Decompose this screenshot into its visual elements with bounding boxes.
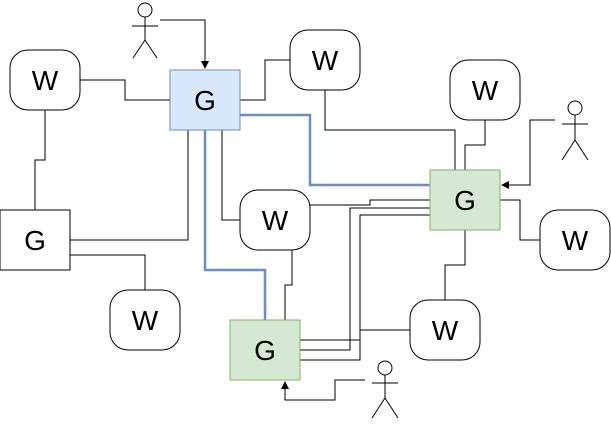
worker-label: W [562,225,589,256]
arrow-actor-right-gateway-right [501,119,555,189]
worker-box [539,209,611,271]
worker-label: W [262,205,289,236]
gateway-label: G [254,335,276,366]
edge-gateway-right-worker-right [500,199,540,241]
edge-worker-bottomright-gateway-bottom [300,329,410,361]
worker-box [109,289,181,351]
actor-top [132,2,158,59]
edge-gateway-blue-gateway-left [70,130,189,241]
worker-center[interactable]: W [239,189,311,251]
highlighted-connectors [203,113,430,320]
edge-worker-center-gateway-right [310,199,430,206]
gateway-left[interactable]: G [0,209,71,271]
arrow-actor-bottom-gateway-bottom [281,379,365,401]
edge-worker-top-gateway-right [324,90,456,170]
gateway-bottom[interactable]: G [229,319,301,381]
worker-bottomright[interactable]: W [409,299,481,361]
worker-label: W [472,75,499,106]
worker-box [409,299,481,361]
worker-topleft[interactable]: W [9,49,81,111]
worker-top[interactable]: W [289,29,361,91]
actor-bottom [371,360,399,419]
edge-gateway-left-worker-bottomleft [70,254,146,290]
edge-blue-gateway-blue-gateway-bottom [203,130,267,320]
edge-worker-topleft-gateway-left [34,110,46,210]
gateway-blue[interactable]: G [169,69,241,131]
edge-gateway-right-worker-bottomright [444,230,466,300]
actor-right [561,100,589,161]
worker-box [239,189,311,251]
gateway-label: G [24,225,46,256]
worker-bottomleft[interactable]: W [109,289,181,351]
gateway-blue-box [169,69,241,131]
worker-topright[interactable]: W [449,59,521,121]
edge-gateway-right-gateway-bottom-2 [300,214,430,341]
edge-gateway-blue-worker-center [221,130,240,221]
worker-label: W [312,45,339,76]
worker-label: W [432,315,459,346]
gateway-bottom-box [229,319,301,381]
connectors [34,59,540,361]
gateway-label: G [454,185,476,216]
actor-head-icon [567,100,583,116]
worker-box [449,59,521,121]
worker-box [9,49,81,111]
worker-label: W [32,65,59,96]
worker-right[interactable]: W [539,209,611,271]
edge-gateway-right-gateway-bottom [300,207,430,351]
edge-worker-topleft-gateway-blue [80,79,170,101]
worker-box [289,29,361,91]
gateway-label: G [194,85,216,116]
actor-head-icon [377,360,393,376]
gateway-left-box [0,209,71,271]
arrow-actor-top-gateway-blue [160,19,209,69]
edge-worker-topright-gateway-right [464,120,486,170]
edge-blue-gateway-blue-gateway-right [240,113,430,187]
worker-label: W [132,305,159,336]
actor-arrows [160,19,555,401]
edge-worker-center-gateway-bottom [284,250,293,320]
gateway-right-box [429,169,501,231]
actor-head-icon [137,2,153,18]
gateway-right[interactable]: G [429,169,501,231]
edge-gateway-blue-worker-top [240,59,290,101]
